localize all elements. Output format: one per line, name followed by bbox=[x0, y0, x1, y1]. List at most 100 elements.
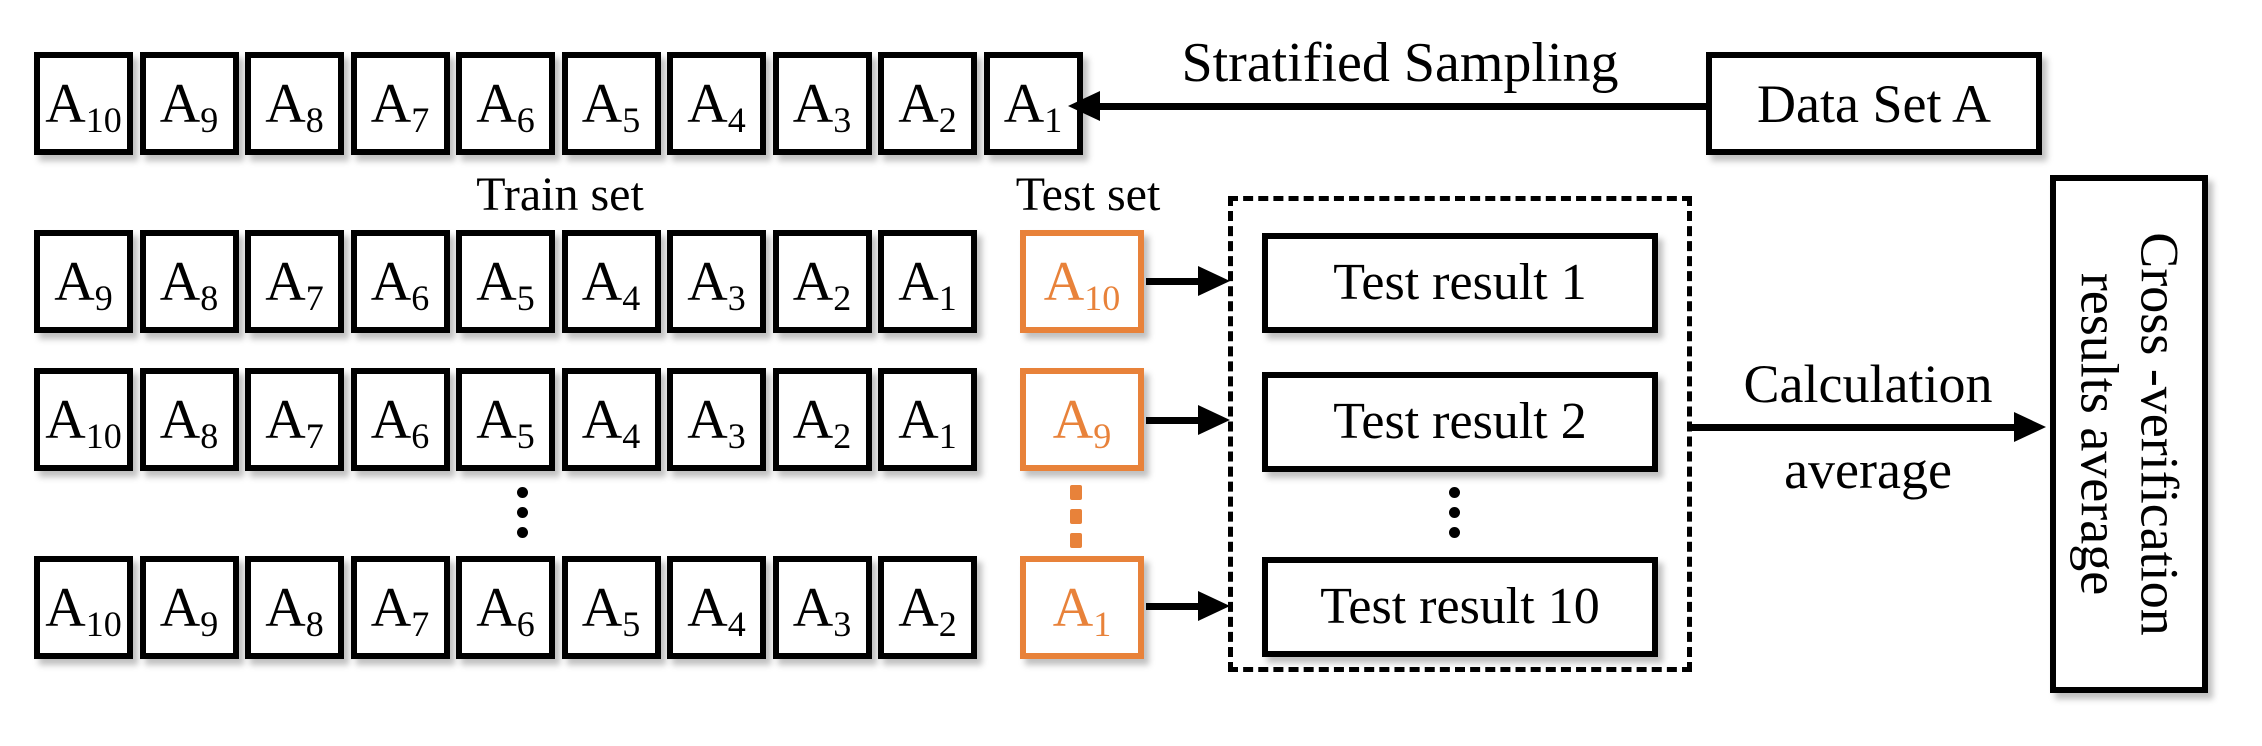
fold1-arrowhead bbox=[1198, 266, 1230, 296]
fold-subscript: 6 bbox=[516, 99, 535, 140]
fold-subscript: 2 bbox=[938, 603, 957, 644]
fold-subscript: 6 bbox=[516, 603, 535, 644]
fold-subscript: 2 bbox=[938, 99, 957, 140]
fold-subscript: 10 bbox=[85, 415, 122, 456]
fold-letter: A bbox=[370, 72, 412, 135]
fold-letter: A bbox=[45, 576, 86, 639]
fold2-arrow-line bbox=[1146, 417, 1212, 424]
calculation-average-arrowhead bbox=[2014, 412, 2046, 442]
cross-verification-line1: Cross -verification bbox=[2129, 232, 2190, 636]
stratified-sampling-arrow-line bbox=[1098, 103, 1708, 110]
fold-letter: A bbox=[687, 250, 728, 313]
data-set-a-box: Data Set A bbox=[1706, 52, 2042, 155]
fold-subscript: 9 bbox=[200, 99, 219, 140]
fold-subscript: 4 bbox=[727, 603, 746, 644]
fold-letter: A bbox=[476, 576, 517, 639]
fold-subscript: 3 bbox=[833, 603, 852, 644]
fold-letter: A bbox=[370, 250, 412, 313]
fold-subscript: 4 bbox=[727, 99, 746, 140]
test-results-container bbox=[1228, 196, 1692, 672]
fold-letter: A bbox=[581, 576, 623, 639]
fold-letter: A bbox=[159, 72, 201, 135]
fold-letter: A bbox=[792, 72, 834, 135]
fold-letter: A bbox=[792, 250, 834, 313]
fold-subscript: 9 bbox=[1093, 415, 1112, 456]
fold-subscript: 3 bbox=[727, 277, 746, 318]
train-set-label: Train set bbox=[476, 168, 644, 221]
fold-subscript: 6 bbox=[411, 415, 430, 456]
cross-verification-line2: results average bbox=[2069, 272, 2129, 596]
fold-subscript: 4 bbox=[622, 277, 641, 318]
fold-letter: A bbox=[265, 72, 306, 135]
train-rows-ellipsis-icon bbox=[517, 487, 528, 538]
fold-letter: A bbox=[159, 576, 201, 639]
fold-subscript: 8 bbox=[200, 415, 219, 456]
fold-letter: A bbox=[1052, 388, 1094, 451]
fold-subscript: 2 bbox=[833, 415, 852, 456]
fold-subscript: 3 bbox=[833, 99, 852, 140]
test-set-label: Test set bbox=[1015, 168, 1161, 221]
fold-letter: A bbox=[54, 250, 95, 313]
fold-subscript: 5 bbox=[516, 277, 535, 318]
fold-letter: A bbox=[159, 388, 201, 451]
fold-subscript: 10 bbox=[85, 603, 122, 644]
fold-letter: A bbox=[370, 576, 412, 639]
fold-letter: A bbox=[265, 388, 306, 451]
fold-subscript: 1 bbox=[938, 277, 957, 318]
fold-letter: A bbox=[792, 388, 834, 451]
calculation-label: Calculation bbox=[1743, 354, 1993, 414]
test-rows-ellipsis-icon bbox=[1070, 485, 1082, 548]
fold-letter: A bbox=[898, 388, 939, 451]
fold-subscript: 1 bbox=[938, 415, 957, 456]
fold-subscript: 5 bbox=[622, 99, 641, 140]
fold-subscript: 3 bbox=[727, 415, 746, 456]
fold-subscript: 7 bbox=[305, 415, 324, 456]
fold-letter: A bbox=[1043, 250, 1085, 313]
test-result-2-box: Test result 2 bbox=[1262, 372, 1658, 472]
fold-subscript: 9 bbox=[200, 603, 219, 644]
fold-letter: A bbox=[581, 250, 623, 313]
fold-subscript: 9 bbox=[94, 277, 113, 318]
calculation-average-arrow-line bbox=[1692, 424, 2018, 431]
fold-letter: A bbox=[581, 388, 623, 451]
fold-letter: A bbox=[476, 250, 517, 313]
fold-letter: A bbox=[476, 72, 517, 135]
fold-letter: A bbox=[1052, 576, 1094, 639]
fold-letter: A bbox=[159, 250, 201, 313]
fold-subscript: 7 bbox=[411, 99, 430, 140]
fold-letter: A bbox=[45, 72, 86, 135]
fold-subscript: 5 bbox=[622, 603, 641, 644]
fold-subscript: 4 bbox=[622, 415, 641, 456]
fold-subscript: 2 bbox=[833, 277, 852, 318]
